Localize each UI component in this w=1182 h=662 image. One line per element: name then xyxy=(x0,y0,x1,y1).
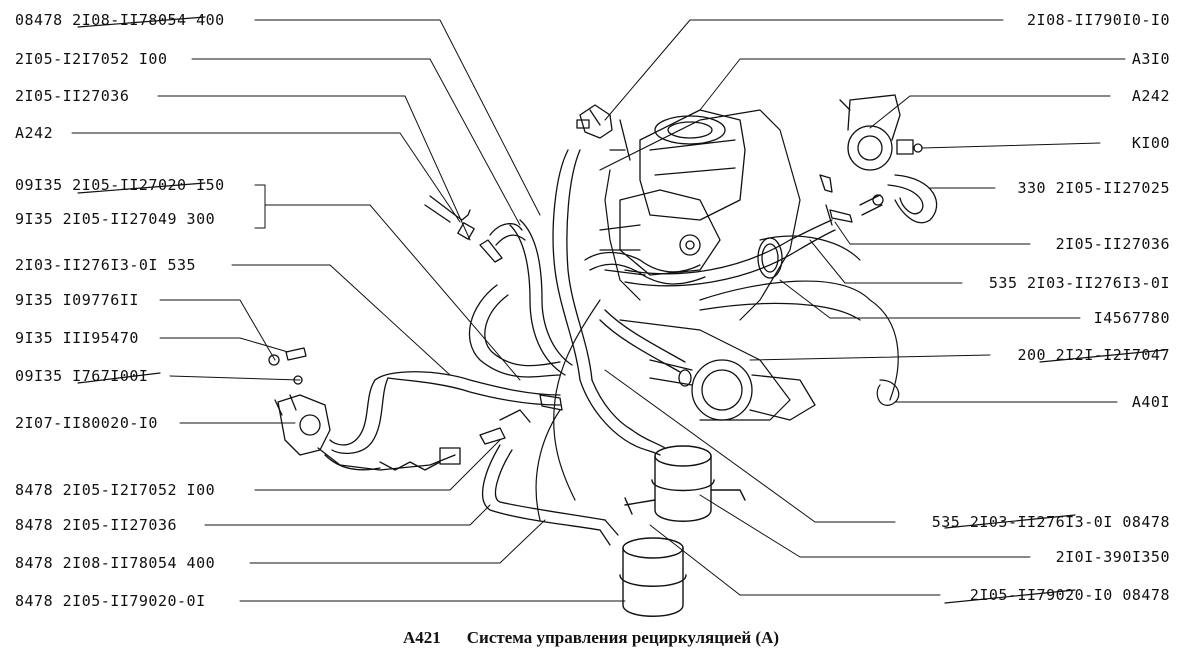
figure-code: A421 xyxy=(402,628,441,647)
label-left-7: 2I03-II276I3-0I 535 xyxy=(15,256,197,274)
solenoid-valve-top xyxy=(576,104,613,139)
connector-left xyxy=(424,195,503,263)
label-left-8: 9I35 I09776II xyxy=(15,291,139,309)
hose-clamp xyxy=(757,237,783,279)
pneumatic-valve-right xyxy=(819,94,923,193)
label-right-6: 2I05-II27036 xyxy=(1055,235,1170,253)
figure-caption: A421 Система управления рециркуляцией (А) xyxy=(0,628,1182,648)
label-right-7: 535 2I03-II276I3-0I xyxy=(988,274,1170,292)
label-right-10: A40I xyxy=(1131,393,1170,411)
label-left-3: 2I05-II27036 xyxy=(15,87,130,105)
label-left-5: 09I35 2I05-II27020 I50 xyxy=(15,176,225,194)
label-right-12: 2I0I-390I350 xyxy=(1055,548,1170,566)
filter-upper xyxy=(624,445,746,522)
label-left-13: 8478 2I05-II27036 xyxy=(15,516,178,534)
label-left-4: A242 xyxy=(15,124,54,142)
label-left-6: 9I35 2I05-II27049 300 xyxy=(15,210,216,228)
u-hose-right xyxy=(859,174,938,224)
label-right-1: 2I08-II790I0-I0 xyxy=(1027,11,1170,29)
label-right-9: 200 2I2I-I2I7047 xyxy=(1017,346,1170,364)
label-right-2: A3I0 xyxy=(1131,50,1170,68)
label-right-5: 330 2I05-II27025 xyxy=(1017,179,1170,197)
label-right-11: 535 2I03-II276I3-0I 08478 xyxy=(931,513,1170,531)
label-right-8: I4567780 xyxy=(1093,309,1170,327)
label-left-12: 8478 2I05-I2I7052 I00 xyxy=(15,481,216,499)
carburetor xyxy=(599,109,746,276)
label-right-13: 2I05-II79020-I0 08478 xyxy=(969,586,1170,604)
label-left-15: 8478 2I05-II79020-0I xyxy=(15,592,206,610)
engine-outline xyxy=(535,109,900,521)
label-left-1: 08478 2I08-II78054 400 xyxy=(15,11,225,29)
fitting-right xyxy=(825,204,853,226)
label-left-14: 8478 2I08-II78054 400 xyxy=(15,554,216,572)
label-left-10: 09I35 I767I00I xyxy=(15,367,149,385)
vacuum-hoses xyxy=(329,149,836,546)
valve-left xyxy=(274,394,461,471)
strike-marks xyxy=(77,16,1166,604)
bolt-and-washer xyxy=(268,347,307,385)
label-left-2: 2I05-I2I7052 I00 xyxy=(15,50,168,68)
label-left-9: 9I35 III95470 xyxy=(15,329,139,347)
vacuum-actuator xyxy=(649,359,816,421)
leader-lines xyxy=(71,19,1126,602)
label-right-3: A242 xyxy=(1131,87,1170,105)
filter-lower xyxy=(619,537,687,617)
label-left-11: 2I07-II80020-I0 xyxy=(15,414,158,432)
label-right-4: KI00 xyxy=(1131,134,1170,152)
figure-title: Система управления рециркуляцией (А) xyxy=(466,628,780,647)
